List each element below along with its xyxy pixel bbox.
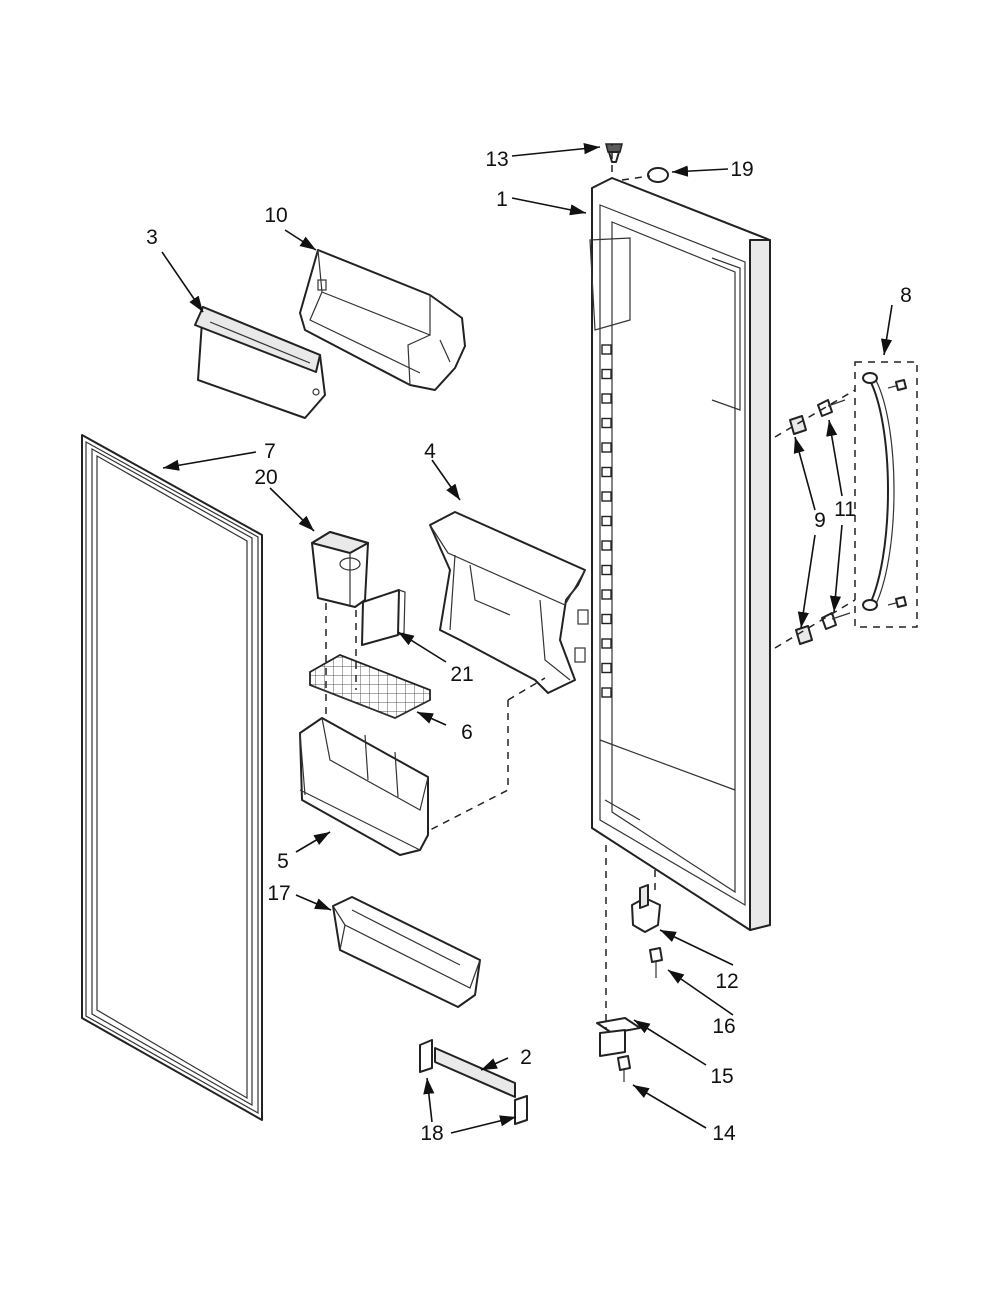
door-gasket <box>81 434 263 1121</box>
callout-20: 20 <box>254 466 277 489</box>
top-hinge-plug <box>605 143 623 163</box>
callout-3: 3 <box>146 226 158 249</box>
callout-6: 6 <box>461 721 473 744</box>
leader-lines <box>161 143 893 1134</box>
callout-21: 21 <box>450 663 473 686</box>
dispenser-cover <box>194 306 326 419</box>
bin-trim-and-end-caps <box>419 1039 528 1125</box>
lower-hinge <box>596 1017 641 1057</box>
callout-1: 1 <box>496 188 508 211</box>
shelf-hole <box>601 638 612 649</box>
drip-tray-grille <box>309 654 431 719</box>
handle-screw-lower <box>821 612 851 630</box>
shelf-hole <box>601 466 612 478</box>
callout-13: 13 <box>485 148 508 171</box>
shelf-hole <box>601 442 612 453</box>
callout-10: 10 <box>264 204 287 227</box>
shelf-hole <box>601 393 612 404</box>
callout-4: 4 <box>424 440 436 463</box>
callout-2: 2 <box>520 1046 532 1069</box>
splash-panel <box>361 589 406 646</box>
callout-5: 5 <box>277 850 289 873</box>
shelf-hole <box>601 344 612 355</box>
shelf-hole <box>601 515 612 527</box>
hinge-washer <box>647 167 669 183</box>
handle-nut-upper <box>789 415 807 435</box>
shelf-hole <box>601 613 612 625</box>
callout-15: 15 <box>710 1065 733 1088</box>
shelf-hole <box>601 491 612 502</box>
shelf-hole <box>601 564 612 576</box>
shelf-hole <box>601 589 612 600</box>
handle-kit <box>854 361 918 628</box>
callout-11: 11 <box>834 498 856 521</box>
callout-labels: 13 19 1 10 3 8 7 20 4 11 9 21 6 5 17 12 … <box>146 148 912 1145</box>
assembly-guide-lines <box>325 144 656 1030</box>
handle-screw-upper <box>817 399 846 417</box>
callout-18: 18 <box>420 1122 443 1145</box>
shelf-hole <box>601 540 612 551</box>
dispenser-housing <box>299 249 466 391</box>
callout-12: 12 <box>715 970 738 993</box>
refrigerator-door <box>589 177 771 931</box>
callout-17: 17 <box>267 882 290 905</box>
hinge-mounting-screw <box>617 1055 631 1082</box>
callout-8: 8 <box>900 284 912 307</box>
small-door-bin <box>332 896 481 1008</box>
ice-bucket <box>311 531 369 608</box>
hinge-screw <box>649 947 663 978</box>
callout-7: 7 <box>264 440 276 463</box>
callout-19: 19 <box>730 158 753 181</box>
handle-screw-kit-upper <box>887 379 907 391</box>
handle-screw-kit-lower <box>887 596 907 608</box>
callout-16: 16 <box>712 1015 735 1038</box>
door-shelf-holes <box>601 344 612 698</box>
callout-14: 14 <box>712 1122 736 1145</box>
large-door-bin <box>299 717 429 856</box>
callout-9: 9 <box>814 509 826 532</box>
hinge-pin-bushing <box>631 884 661 933</box>
shelf-hole <box>601 687 612 698</box>
shelf-hole <box>601 417 612 429</box>
handle-nut-lower <box>795 625 813 645</box>
shelf-hole <box>601 368 612 380</box>
handle-upper-guide-line <box>774 389 856 438</box>
dispenser-chute-bin <box>429 511 589 694</box>
shelf-hole <box>601 662 612 674</box>
handle-lower-guide-line <box>774 599 856 649</box>
